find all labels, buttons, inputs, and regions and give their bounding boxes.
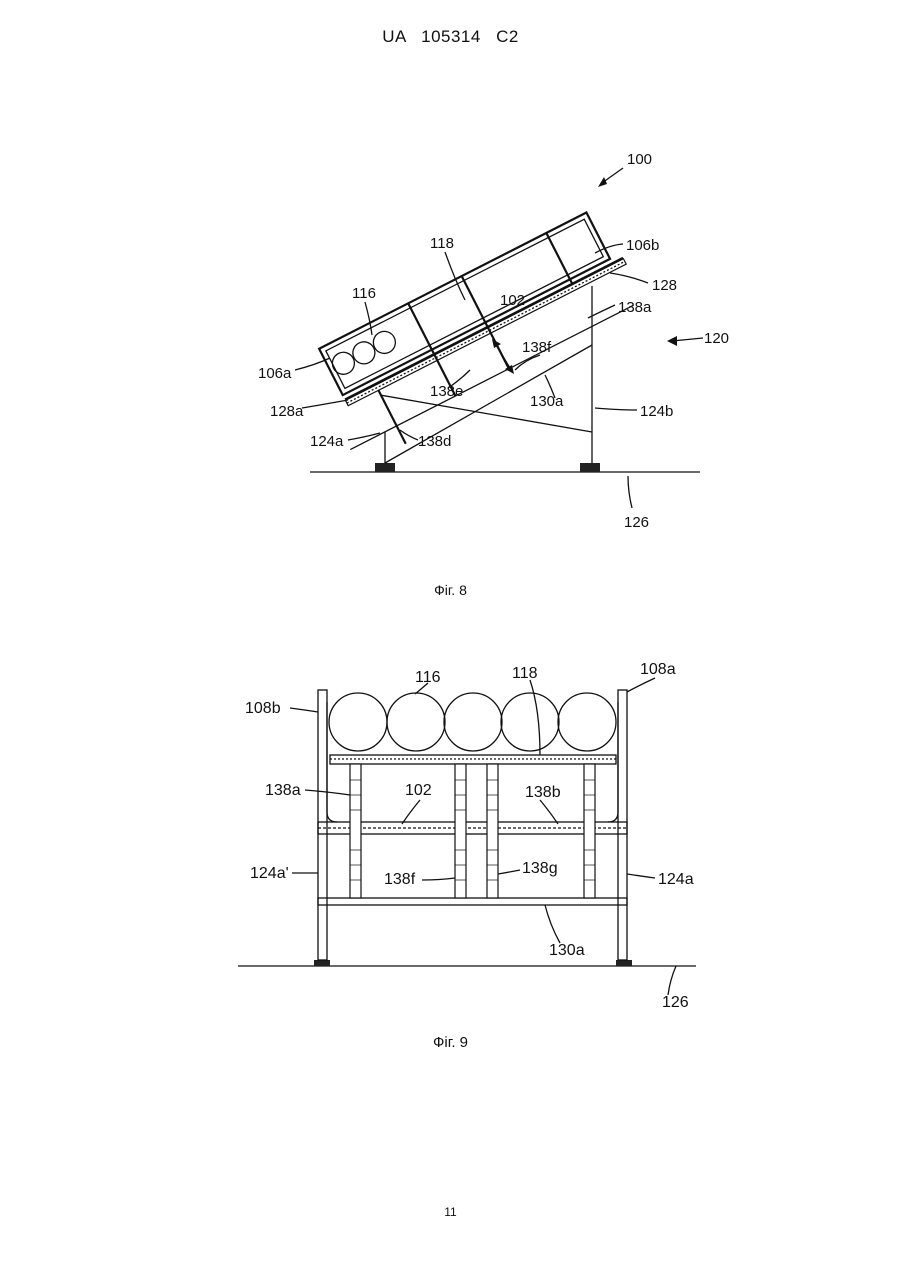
fig9-label-102: 102 xyxy=(405,782,432,799)
fig8-label-106a: 106a xyxy=(258,365,292,382)
fig8-label-124a: 124a xyxy=(310,433,344,450)
fig9-label-138a: 138a xyxy=(265,782,301,799)
fig8-label-102: 102 xyxy=(500,292,525,309)
fig8-label-100: 100 xyxy=(627,151,652,168)
fig9-label-116: 116 xyxy=(415,669,441,686)
fig8-label-120: 120 xyxy=(704,330,729,347)
fig8-label-118: 118 xyxy=(430,235,454,252)
fig9-label-108a: 108a xyxy=(640,661,676,678)
figure-9-drawing: 108b 116 118 108a 138a 102 138b 124a' 13… xyxy=(0,640,901,1040)
fig8-label-106b: 106b xyxy=(626,237,659,254)
fig8-label-138e: 138e xyxy=(430,383,463,400)
fig9-label-138f: 138f xyxy=(384,871,416,888)
fig9-label-124a-prime: 124a' xyxy=(250,865,289,882)
fig8-label-116: 116 xyxy=(352,285,376,302)
figure-8-drawing: 100 106b 118 128 116 102 138a 120 138f 1… xyxy=(0,0,901,560)
fig8-label-130a: 130a xyxy=(530,393,564,410)
fig8-label-138f: 138f xyxy=(522,339,552,356)
fig8-label-124b: 124b xyxy=(640,403,673,420)
fig9-label-138b: 138b xyxy=(525,784,561,801)
fig8-label-138d: 138d xyxy=(418,433,451,450)
fig9-label-138g: 138g xyxy=(522,860,558,877)
figure-8-caption: Фіг. 8 xyxy=(0,582,901,598)
fig9-label-126: 126 xyxy=(662,994,689,1011)
fig9-label-118: 118 xyxy=(512,665,538,682)
fig9-label-130a: 130a xyxy=(549,942,585,959)
figure-9-caption: Фіг. 9 xyxy=(0,1034,901,1051)
fig9-label-124a: 124a xyxy=(658,871,694,888)
fig8-label-128a: 128a xyxy=(270,403,304,420)
fig8-label-126: 126 xyxy=(624,514,649,531)
fig8-label-128: 128 xyxy=(652,277,677,294)
fig8-label-138a: 138a xyxy=(618,299,652,316)
page-number: 11 xyxy=(0,1205,901,1219)
fig9-label-108b: 108b xyxy=(245,700,281,717)
